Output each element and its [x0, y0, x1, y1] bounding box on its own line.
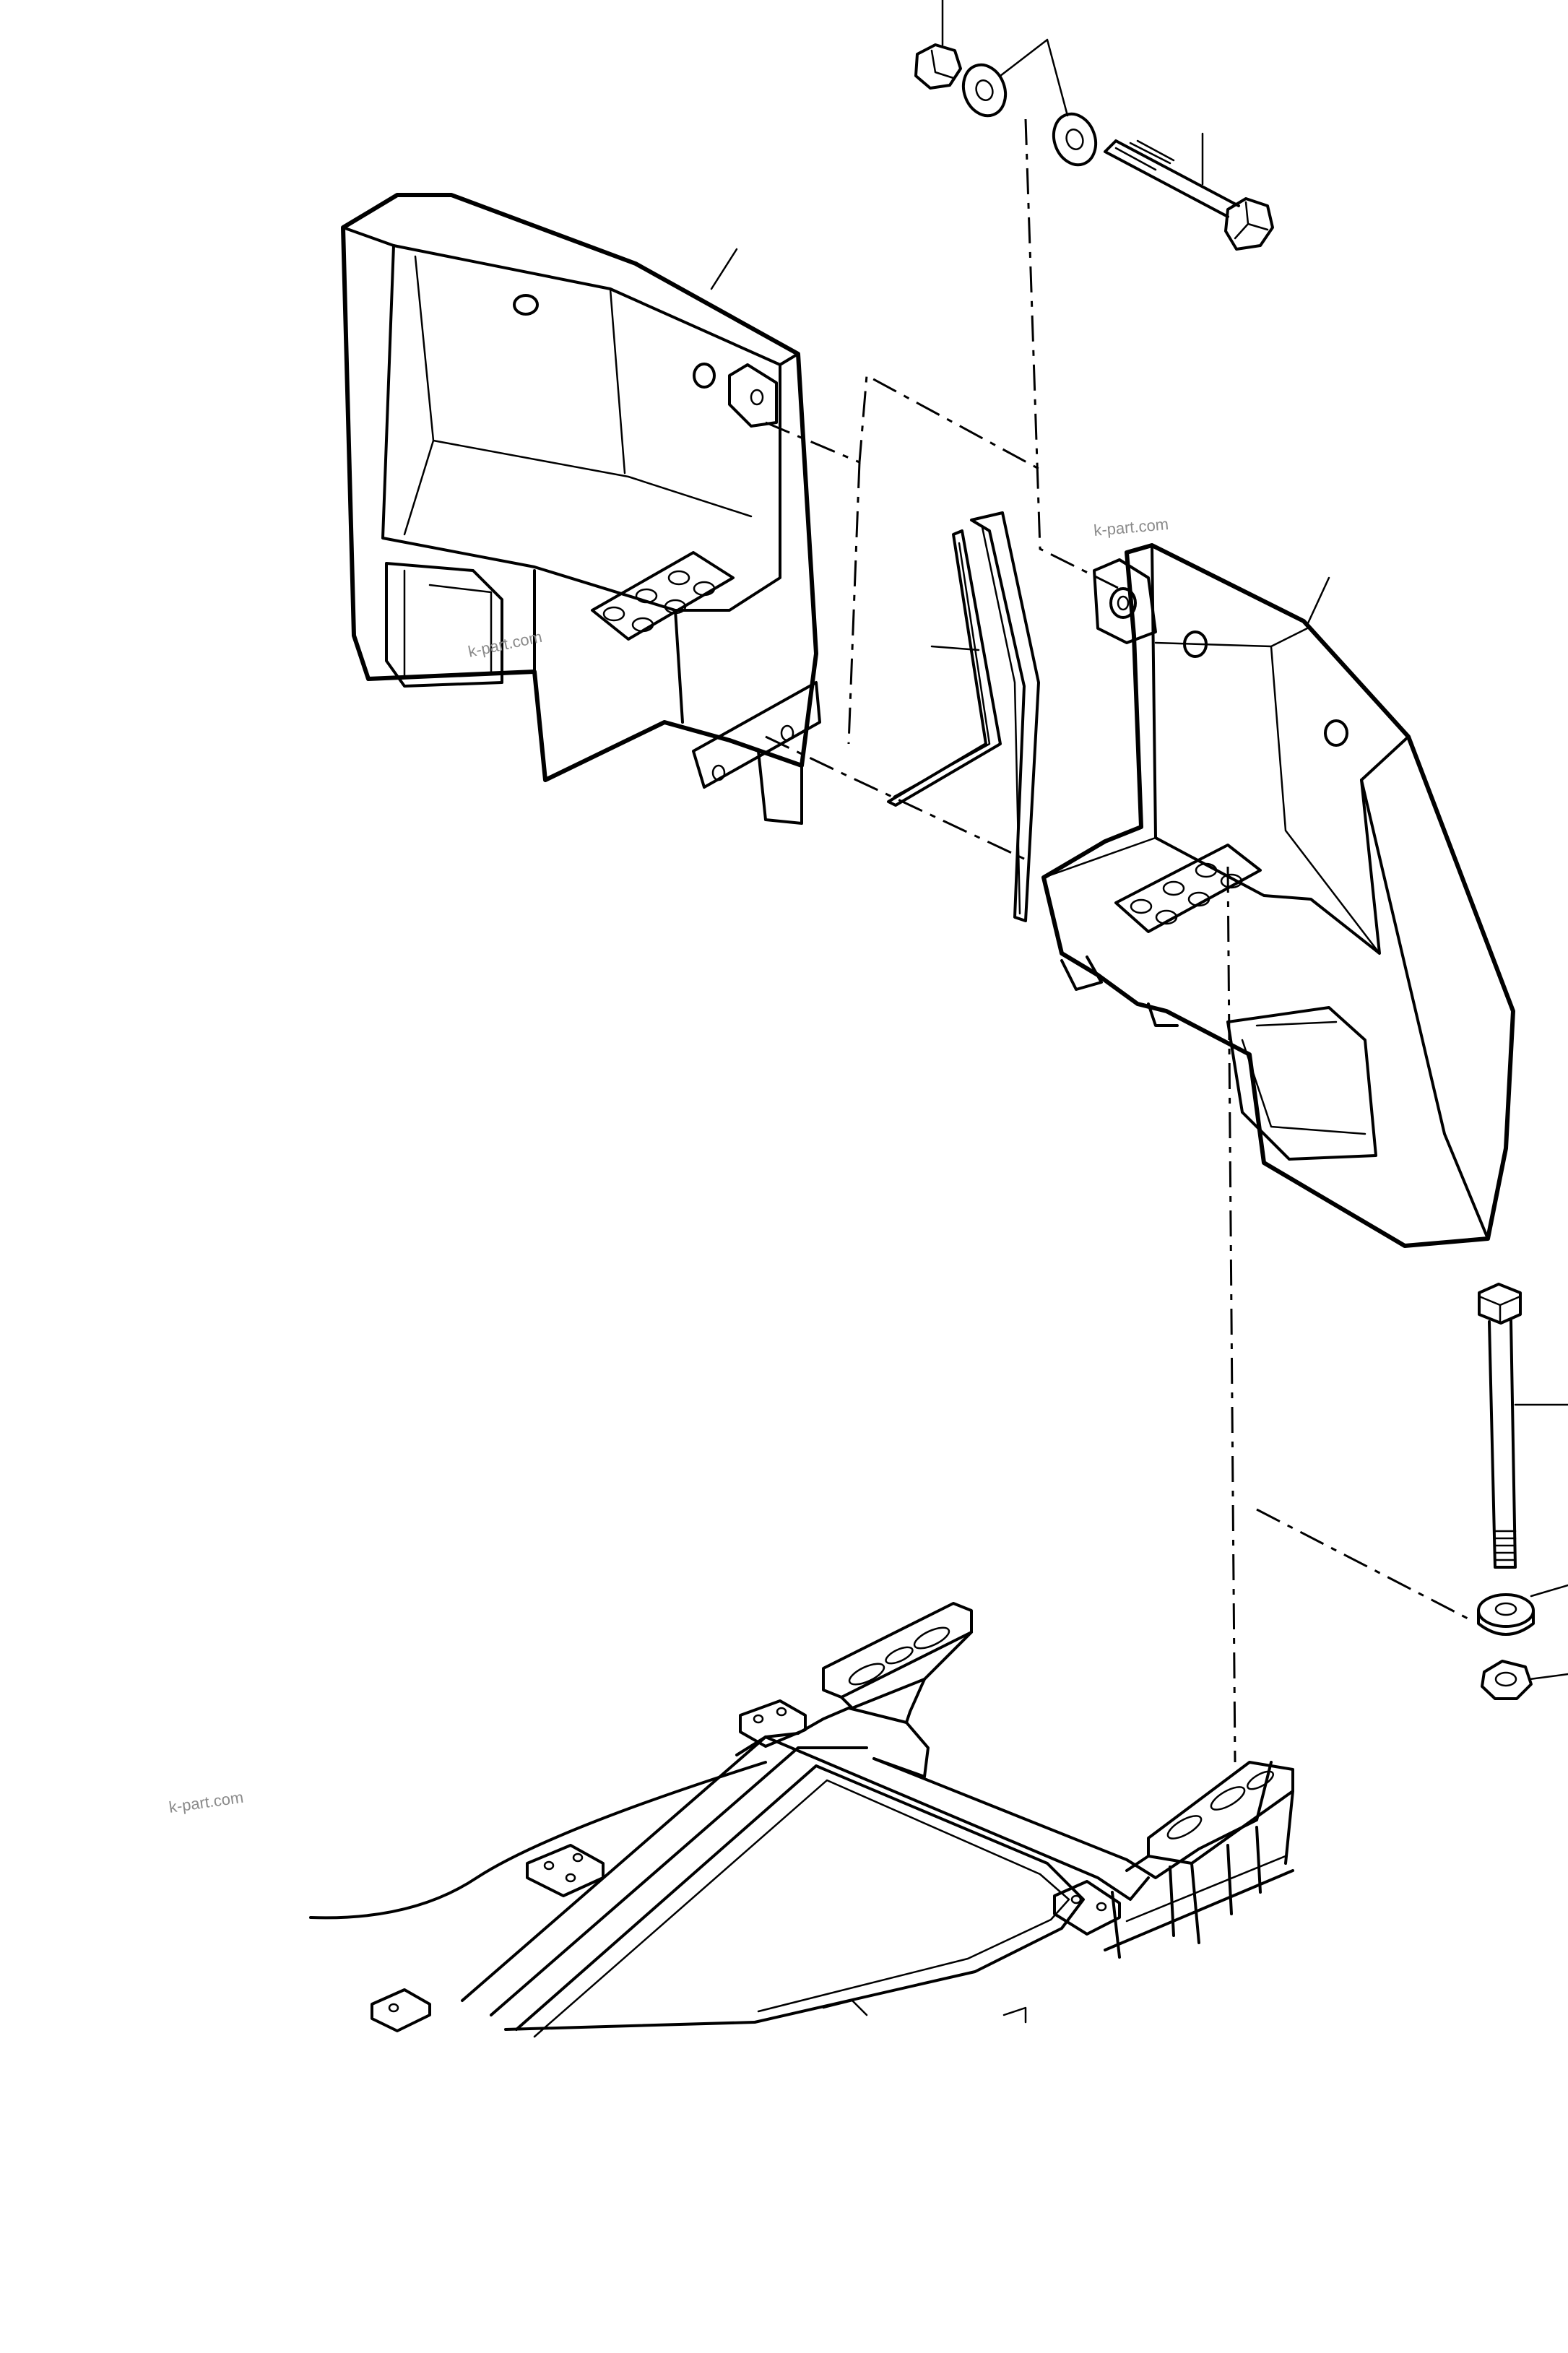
- right-mounting-plate: [1114, 844, 1262, 933]
- top-washer-2: [1052, 112, 1098, 167]
- frame-pad-4: [371, 1988, 431, 2032]
- top-washer-1: [961, 63, 1008, 118]
- right-counterweight: [1041, 543, 1515, 1248]
- mount-hole-right: [1324, 719, 1348, 747]
- right-frame-mount: [1104, 1761, 1294, 1959]
- chassis-frame: [309, 1602, 1294, 2038]
- leader-line-top-washers: [999, 38, 1069, 117]
- watermark-3: k-part.com: [168, 1788, 244, 1816]
- bottom-nut: [1481, 1660, 1533, 1700]
- frame-pad-1: [739, 1699, 807, 1748]
- assembly-dashed-lines: [765, 118, 1474, 1763]
- watermark-1: k-part.com: [1093, 515, 1169, 540]
- leader-line-bottom-nut: [1528, 1673, 1568, 1681]
- left-counterweight: [341, 193, 821, 825]
- mount-hole-left: [693, 363, 716, 389]
- bottom-fastener-stack: [1477, 1283, 1568, 1700]
- frame-pad-2: [526, 1844, 605, 1897]
- lifting-hole-left: [513, 294, 539, 316]
- leader-line-right-counterweight: [1306, 576, 1330, 626]
- top-nut: [914, 43, 962, 90]
- leader-line-left-counterweight: [710, 248, 738, 290]
- shim-left: [887, 529, 1002, 807]
- shim-right: [970, 511, 1040, 922]
- leader-line-bottom-washer: [1530, 1584, 1568, 1598]
- top-bolt: [1104, 139, 1274, 251]
- bottom-washer: [1477, 1593, 1535, 1636]
- lifting-hole-right: [1183, 630, 1208, 658]
- frame-pad-3: [1053, 1880, 1121, 1936]
- watermark-2: k-part.com: [467, 628, 544, 661]
- top-fastener-stack: [914, 0, 1274, 251]
- bottom-bolt: [1478, 1283, 1522, 1569]
- left-mounting-plate: [591, 551, 735, 641]
